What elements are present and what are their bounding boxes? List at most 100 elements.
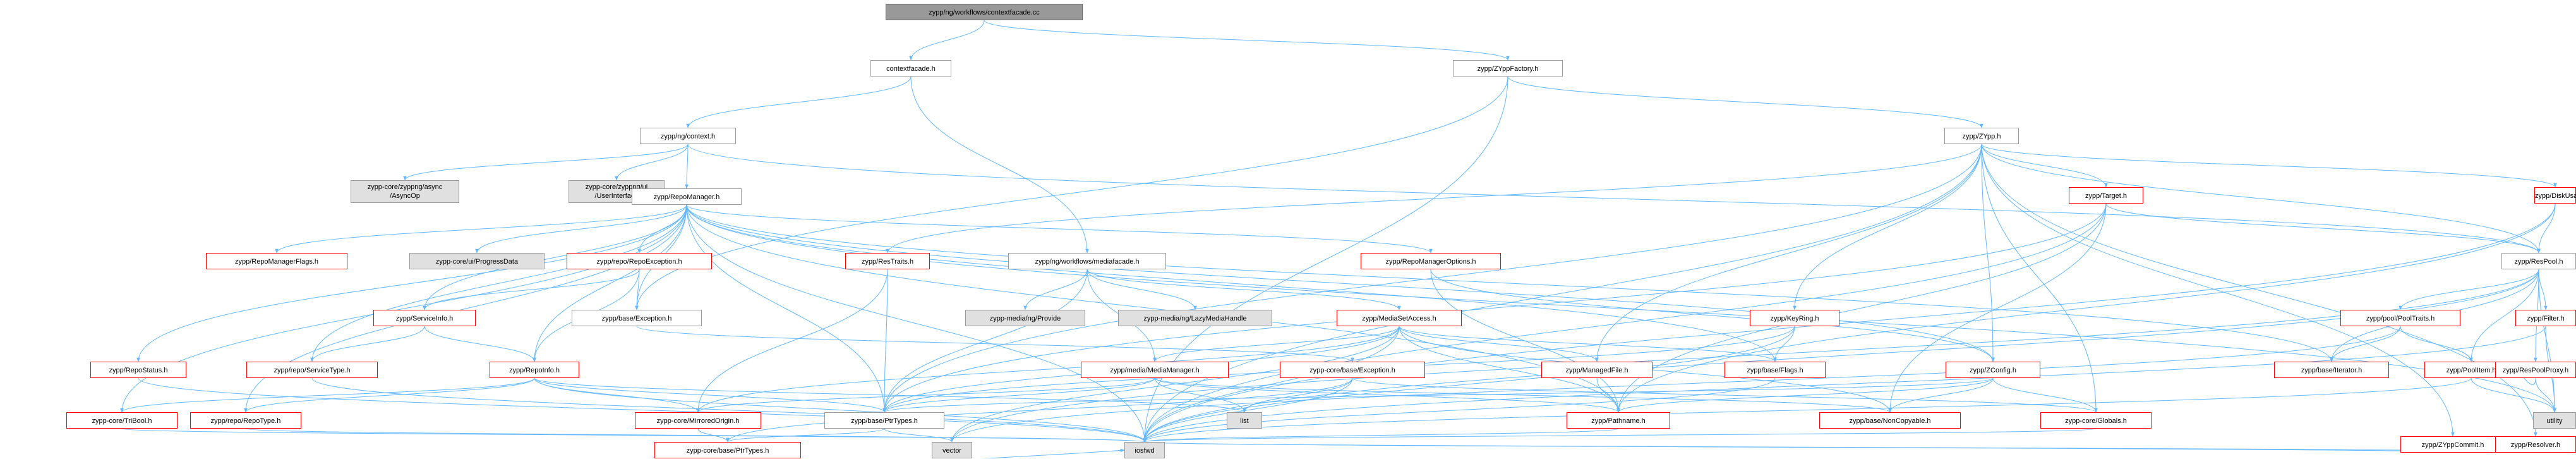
node-zyppcommit[interactable]: zypp/ZYppCommit.h (2400, 436, 2505, 453)
node-baseptrtypes[interactable]: zypp/base/PtrTypes.h (824, 412, 944, 429)
node-respoolproxy[interactable]: zypp/ResPoolProxy.h (2495, 362, 2576, 378)
edge-zconfig-to-noncopyable (1888, 377, 1994, 413)
node-ngcontext[interactable]: zypp/ng/context.h (640, 128, 736, 144)
edge-ngcontext-to-userinterface (615, 144, 689, 181)
edge-zyppfactory-to-zypph (1507, 76, 1983, 128)
node-serviceinfo[interactable]: zypp/ServiceInfo.h (373, 310, 476, 326)
node-vector[interactable]: vector (932, 442, 972, 458)
edge-repomanager-to-baseiterator (686, 204, 2333, 362)
edge-coreexception-to-coreptrtypes (726, 377, 1353, 443)
node-mirroredorigin[interactable]: zypp-core/MirroredOrigin.h (635, 412, 761, 429)
node-repomanager[interactable]: zypp/RepoManager.h (632, 188, 742, 205)
edge-zypph-to-globals (1981, 144, 2098, 413)
dependency-edges (120, 20, 2557, 458)
edge-zypph-to-baseptrtypes (882, 144, 1982, 413)
edge-restraits-to-baseptrtypes (882, 269, 888, 413)
edge-mediasetaccess-to-managedfile (1399, 326, 1599, 362)
node-lazymedia[interactable]: zypp-media/ng/LazyMediaHandle (1118, 310, 1272, 326)
edge-respool-to-pooltraits (2398, 269, 2539, 310)
edge-poolitem-to-iosfwd (1143, 377, 2472, 443)
node-zypph[interactable]: zypp/ZYpp.h (1944, 128, 2019, 144)
edge-zconfig-to-globals (1992, 377, 2098, 413)
node-utility[interactable]: utility (2533, 412, 2576, 429)
edge-repomanager-to-repostatus (136, 204, 687, 362)
node-coreexception[interactable]: zypp-core/base/Exception.h (1280, 362, 1425, 378)
edge-baseflags-to-iosfwd (1143, 377, 1776, 443)
edge-mediasetaccess-to-pathname (1399, 326, 1620, 413)
node-coreptrtypes[interactable]: zypp-core/base/PtrTypes.h (654, 442, 801, 458)
edge-globals-to-iosfwd (1143, 428, 2097, 443)
edge-restraits-to-mirroredorigin (696, 269, 888, 413)
node-globals[interactable]: zypp-core/Globals.h (2040, 412, 2152, 429)
edge-respool-to-iosfwd (1143, 269, 2539, 443)
node-baseiterator[interactable]: zypp/base/Iterator.h (2274, 362, 2389, 378)
node-pathname[interactable]: zypp/Pathname.h (1567, 412, 1670, 429)
edge-baseexception-to-coreexception (636, 326, 1354, 362)
edge-repoinfo-to-tribool (120, 377, 535, 413)
edge-repomanager-to-baseflags (686, 204, 1777, 362)
edge-repomanager-to-baseptrtypes (686, 204, 886, 413)
edge-serviceinfo-to-servicetype (310, 326, 425, 362)
node-filter[interactable]: zypp/Filter.h (2515, 310, 2576, 326)
edge-repoinfo-to-list (534, 377, 1246, 413)
edge-repoinfo-to-iosfwd (534, 377, 1147, 443)
node-baseexception[interactable]: zypp/base/Exception.h (572, 310, 702, 326)
edge-zypph-to-zyppcommit (1981, 144, 2455, 437)
edge-keyring-to-baseflags (1773, 326, 1795, 362)
edge-repoinfo-to-repotype (244, 377, 535, 413)
edge-mediasetaccess-to-iosfwd (1143, 326, 1400, 443)
node-root[interactable]: zypp/ng/workflows/contextfacade.cc (886, 4, 1083, 20)
edge-serviceinfo-to-repoinfo (424, 326, 536, 362)
edge-mediamanager-to-list (1154, 377, 1246, 413)
node-keyring[interactable]: zypp/KeyRing.h (1750, 310, 1839, 326)
node-repomanagerflags[interactable]: zypp/RepoManagerFlags.h (206, 253, 347, 269)
edge-zypph-to-zconfig (1981, 144, 1995, 362)
edge-target-to-iosfwd (1143, 203, 2107, 443)
edge-mediamanager-to-mirroredorigin (696, 377, 1155, 413)
node-diskusage[interactable]: zypp/DiskUsageCounter.h (2534, 187, 2576, 204)
edge-mediasetaccess-to-mirroredorigin (696, 326, 1400, 413)
edge-keyring-to-iosfwd (1143, 326, 1795, 443)
node-mediasetaccess[interactable]: zypp/MediaSetAccess.h (1337, 310, 1462, 326)
node-repostatus[interactable]: zypp/RepoStatus.h (90, 362, 186, 378)
edge-repomanageroptions-to-zconfig (1430, 269, 1995, 362)
node-repoinfo[interactable]: zypp/RepoInfo.h (490, 362, 579, 378)
node-resolver[interactable]: zypp/Resolver.h (2495, 436, 2576, 453)
node-progressdata[interactable]: zypp-core/ui/ProgressData (409, 253, 545, 269)
node-managedfile[interactable]: zypp/ManagedFile.h (1541, 362, 1652, 378)
node-repoexception[interactable]: zypp/repo/RepoException.h (567, 253, 712, 269)
node-respool[interactable]: zypp/ResPool.h (2501, 253, 2576, 269)
edge-baseptrtypes-to-coreptrtypes (726, 428, 885, 443)
node-target[interactable]: zypp/Target.h (2069, 187, 2143, 204)
edge-diskusage-to-respool (2537, 203, 2556, 254)
node-list[interactable]: list (1227, 412, 1262, 429)
edge-respoolproxy-to-utility (2535, 377, 2556, 413)
node-pooltraits[interactable]: zypp/pool/PoolTraits.h (2340, 310, 2460, 326)
edge-contextfacade-to-mediafacade (910, 76, 1089, 254)
edge-mediasetaccess-to-mediamanager (1153, 326, 1400, 362)
node-repomanageroptions[interactable]: zypp/RepoManagerOptions.h (1361, 253, 1501, 269)
node-zconfig[interactable]: zypp/ZConfig.h (1946, 362, 2040, 378)
node-provide[interactable]: zypp-media/ng/Provide (965, 310, 1085, 326)
edge-coreexception-to-list (1243, 377, 1353, 413)
edge-pooltraits-to-baseiterator (2330, 326, 2401, 362)
node-mediafacade[interactable]: zypp/ng/workflows/mediafacade.h (1008, 253, 1166, 269)
edge-coreexception-to-iosfwd (1143, 377, 1353, 443)
edge-ngcontext-to-asyncop (403, 144, 689, 181)
edge-mediamanager-to-pathname (1154, 377, 1620, 413)
edge-repomanager-to-zconfig (686, 204, 1995, 362)
node-asyncop[interactable]: zypp-core/zyppng/async /AsyncOp (351, 180, 459, 203)
node-baseflags[interactable]: zypp/base/Flags.h (1724, 362, 1826, 378)
node-repotype[interactable]: zypp/repo/RepoType.h (190, 412, 301, 429)
node-restraits[interactable]: zypp/ResTraits.h (845, 253, 930, 269)
node-mediamanager[interactable]: zypp/media/MediaManager.h (1081, 362, 1229, 378)
node-tribool[interactable]: zypp-core/TriBool.h (66, 412, 178, 429)
edge-repoinfo-to-baseptrtypes (534, 377, 886, 413)
node-iosfwd[interactable]: iosfwd (1124, 442, 1165, 458)
node-servicetype[interactable]: zypp/repo/ServiceType.h (246, 362, 378, 378)
node-contextfacade[interactable]: contextfacade.h (870, 60, 951, 76)
node-zyppfactory[interactable]: zypp/ZYppFactory.h (1453, 60, 1563, 76)
edge-target-to-pathname (1616, 203, 2107, 413)
node-noncopyable[interactable]: zypp/base/NonCopyable.h (1819, 412, 1961, 429)
